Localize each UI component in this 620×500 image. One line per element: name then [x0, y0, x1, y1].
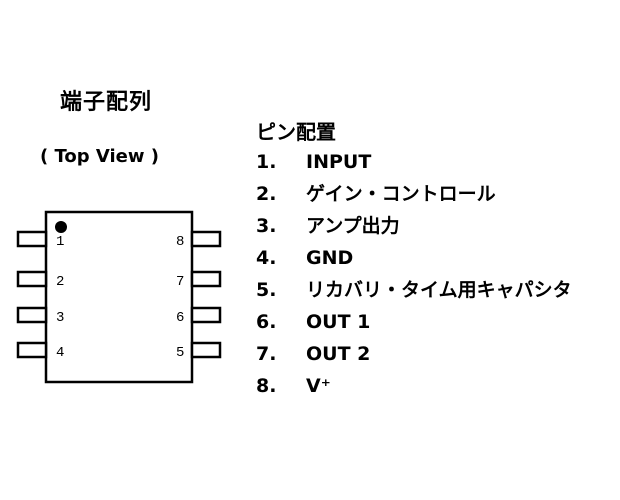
lead-2: [16, 270, 48, 288]
pin-row-7: 7. OUT 2: [256, 338, 572, 370]
pin-number-2: 2: [56, 274, 64, 290]
pinout-heading: 端子配列: [60, 90, 153, 115]
lead-5: [190, 341, 222, 359]
pin-row-number: 1.: [256, 151, 277, 173]
lead-7: [190, 270, 222, 288]
pin-assignment-title: ピン配置: [256, 120, 336, 144]
pin-row-function: ゲイン・コントロール: [306, 183, 496, 205]
pin-row-function: OUT 1: [306, 311, 371, 333]
right-leads: [190, 230, 222, 359]
pin-number-8: 8: [176, 234, 184, 250]
pin-row-number: 7.: [256, 343, 277, 365]
pin-row-number: 4.: [256, 247, 277, 269]
pin-number-4: 4: [56, 345, 64, 361]
pin-row-5: 5. リカバリ・タイム用キャパシタ: [256, 274, 572, 306]
pin-number-3: 3: [56, 310, 64, 326]
pin-row-number: 3.: [256, 215, 277, 237]
pin-row-2: 2. ゲイン・コントロール: [256, 178, 572, 210]
lead-4: [16, 341, 48, 359]
pin-number-6: 6: [176, 310, 184, 326]
pin-row-function: V⁺: [306, 375, 331, 397]
pin1-marker-dot: [55, 221, 67, 233]
pin-row-function: リカバリ・タイム用キャパシタ: [306, 279, 572, 301]
pin-number-5: 5: [176, 345, 184, 361]
lead-1: [16, 230, 48, 248]
pin-row-function: OUT 2: [306, 343, 371, 365]
left-leads: [16, 230, 48, 359]
pin-row-number: 5.: [256, 279, 277, 301]
pin-row-function: アンプ出力: [306, 215, 400, 237]
pin-row-number: 8.: [256, 375, 277, 397]
lead-6: [190, 306, 222, 324]
pin-number-1: 1: [56, 234, 64, 250]
pin-row-6: 6. OUT 1: [256, 306, 572, 338]
pin-row-1: 1. INPUT: [256, 146, 572, 178]
pin-assignment-list: 1. INPUT 2. ゲイン・コントロール 3. アンプ出力 4. GND 5…: [256, 146, 572, 402]
lead-8: [190, 230, 222, 248]
pin-number-7: 7: [176, 274, 184, 290]
pin-row-number: 2.: [256, 183, 277, 205]
pin-row-function: INPUT: [306, 151, 372, 173]
pin-row-number: 6.: [256, 311, 277, 333]
ic-body: [44, 210, 194, 384]
lead-3: [16, 306, 48, 324]
top-view-label: ( Top View ): [40, 146, 160, 167]
pin-row-4: 4. GND: [256, 242, 572, 274]
pin-row-function: GND: [306, 247, 354, 269]
pin-row-8: 8. V⁺: [256, 370, 572, 402]
pin-row-3: 3. アンプ出力: [256, 210, 572, 242]
